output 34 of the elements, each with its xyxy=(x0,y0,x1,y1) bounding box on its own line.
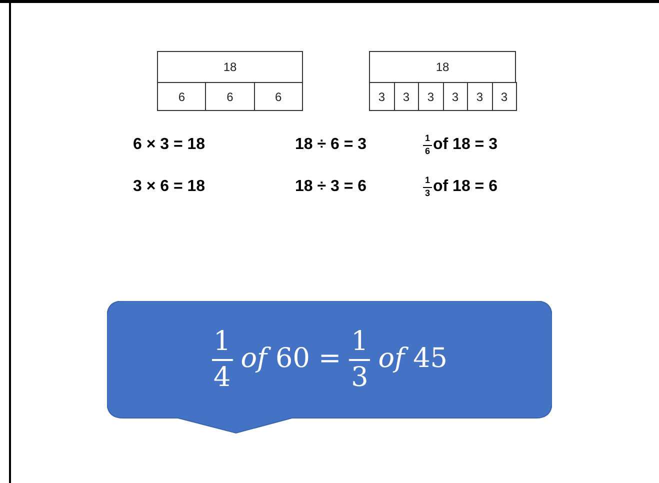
cell-value: 18 xyxy=(436,61,450,73)
cell-value: 3 xyxy=(500,90,508,102)
fraction-denominator: 6 xyxy=(423,145,432,157)
cell-value: 18 xyxy=(223,61,237,73)
cell-value: 3 xyxy=(452,90,459,102)
fraction-numerator: 1 xyxy=(212,324,232,358)
equation-text: of 18 = 3 xyxy=(433,135,498,155)
equation-text: 18 ÷ 6 = 3 xyxy=(295,135,366,155)
bar-model-cell xyxy=(157,51,303,83)
bar-model-cell xyxy=(369,51,516,83)
bar-model-cell xyxy=(492,82,517,111)
cell-value: 3 xyxy=(427,90,434,102)
fraction-denominator: 3 xyxy=(349,358,370,394)
fraction-numerator: 1 xyxy=(424,132,431,144)
equation-text: of 45 xyxy=(378,342,448,376)
equation-text: of 18 = 6 xyxy=(433,177,498,197)
cell-value: 6 xyxy=(178,90,185,102)
cell-value: 3 xyxy=(476,90,484,102)
fraction-numerator: 1 xyxy=(424,174,431,186)
cell-value: 3 xyxy=(378,90,386,102)
fraction-numerator: 1 xyxy=(350,324,370,358)
callout-shape xyxy=(107,301,552,434)
cell-value: 6 xyxy=(226,90,234,102)
equation-text: 6 × 3 = 18 xyxy=(133,135,206,155)
bar-model-cell xyxy=(369,82,394,111)
equation-text: 3 × 6 = 18 xyxy=(133,177,206,197)
equation-text: 18 ÷ 3 = 6 xyxy=(295,177,366,197)
cell-value: 6 xyxy=(274,90,282,102)
bar-model-cell xyxy=(254,82,303,111)
fraction-denominator: 4 xyxy=(212,358,233,394)
bar-model-cell xyxy=(157,82,206,111)
cell-value: 3 xyxy=(402,90,410,102)
equation-text: of 60 = xyxy=(240,342,342,376)
fraction-denominator: 3 xyxy=(423,187,432,199)
